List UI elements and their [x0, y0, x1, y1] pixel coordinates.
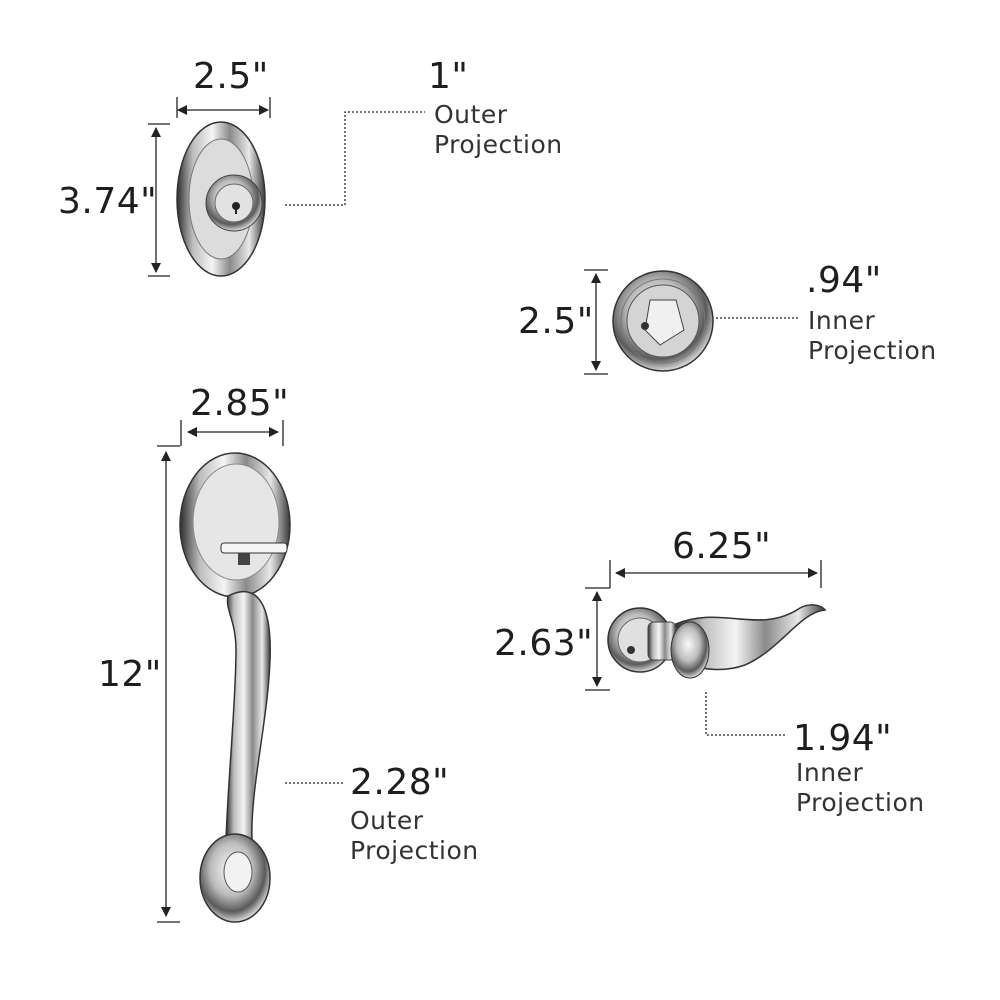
deadbolt-interior-projection-value: .94" — [806, 260, 882, 301]
deadbolt-exterior-image — [176, 121, 266, 277]
lever-height-label: 2.63" — [494, 623, 594, 664]
deadbolt-exterior-projection-label: Outer Projection — [434, 100, 563, 159]
deadbolt-exterior-dimensions — [148, 97, 425, 277]
handleset-projection-value: 2.28" — [350, 762, 450, 803]
lever-projection-value: 1.94" — [793, 718, 893, 759]
deadbolt-interior-height-label: 2.5" — [518, 301, 594, 342]
deadbolt-exterior-height-label: 3.74" — [58, 181, 158, 222]
lever-image — [607, 604, 827, 679]
deadbolt-exterior-width-label: 2.5" — [193, 56, 269, 97]
deadbolt-interior-dimensions — [584, 269, 800, 375]
handleset-projection-label: Outer Projection — [350, 806, 479, 865]
lever-projection-label: Inner Projection — [796, 758, 925, 817]
deadbolt-interior-projection-label: Inner Projection — [808, 306, 937, 365]
lever-dimensions — [585, 560, 822, 736]
handleset-image — [179, 452, 291, 923]
deadbolt-interior-image — [612, 270, 714, 372]
deadbolt-exterior-projection-value: 1" — [428, 56, 469, 97]
handleset-height-label: 12" — [98, 654, 162, 695]
handleset-dimensions — [157, 420, 345, 923]
lever-width-label: 6.25" — [672, 526, 772, 567]
handleset-width-label: 2.85" — [190, 383, 290, 424]
